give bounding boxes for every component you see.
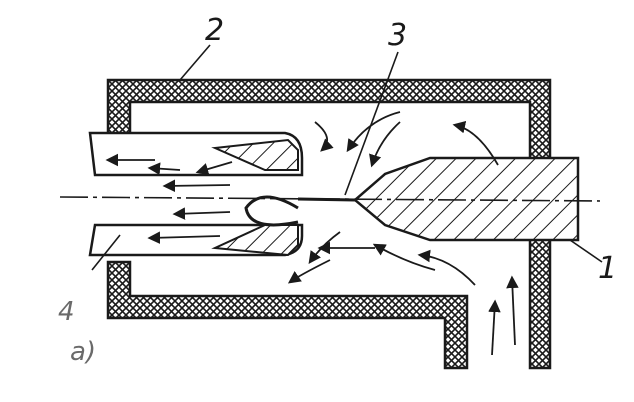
label-gap: 3 (388, 18, 407, 53)
label-nozzle: 4 (58, 297, 75, 327)
label-casing: 2 (205, 13, 224, 48)
arc-gap (297, 197, 356, 202)
electrode-rod (353, 156, 580, 242)
leader-lines (91, 44, 603, 271)
casing-wall (106, 78, 552, 370)
label-electrode: 1 (598, 251, 617, 286)
nozzle-tube (88, 131, 304, 257)
figure-caption: а) (70, 337, 96, 367)
